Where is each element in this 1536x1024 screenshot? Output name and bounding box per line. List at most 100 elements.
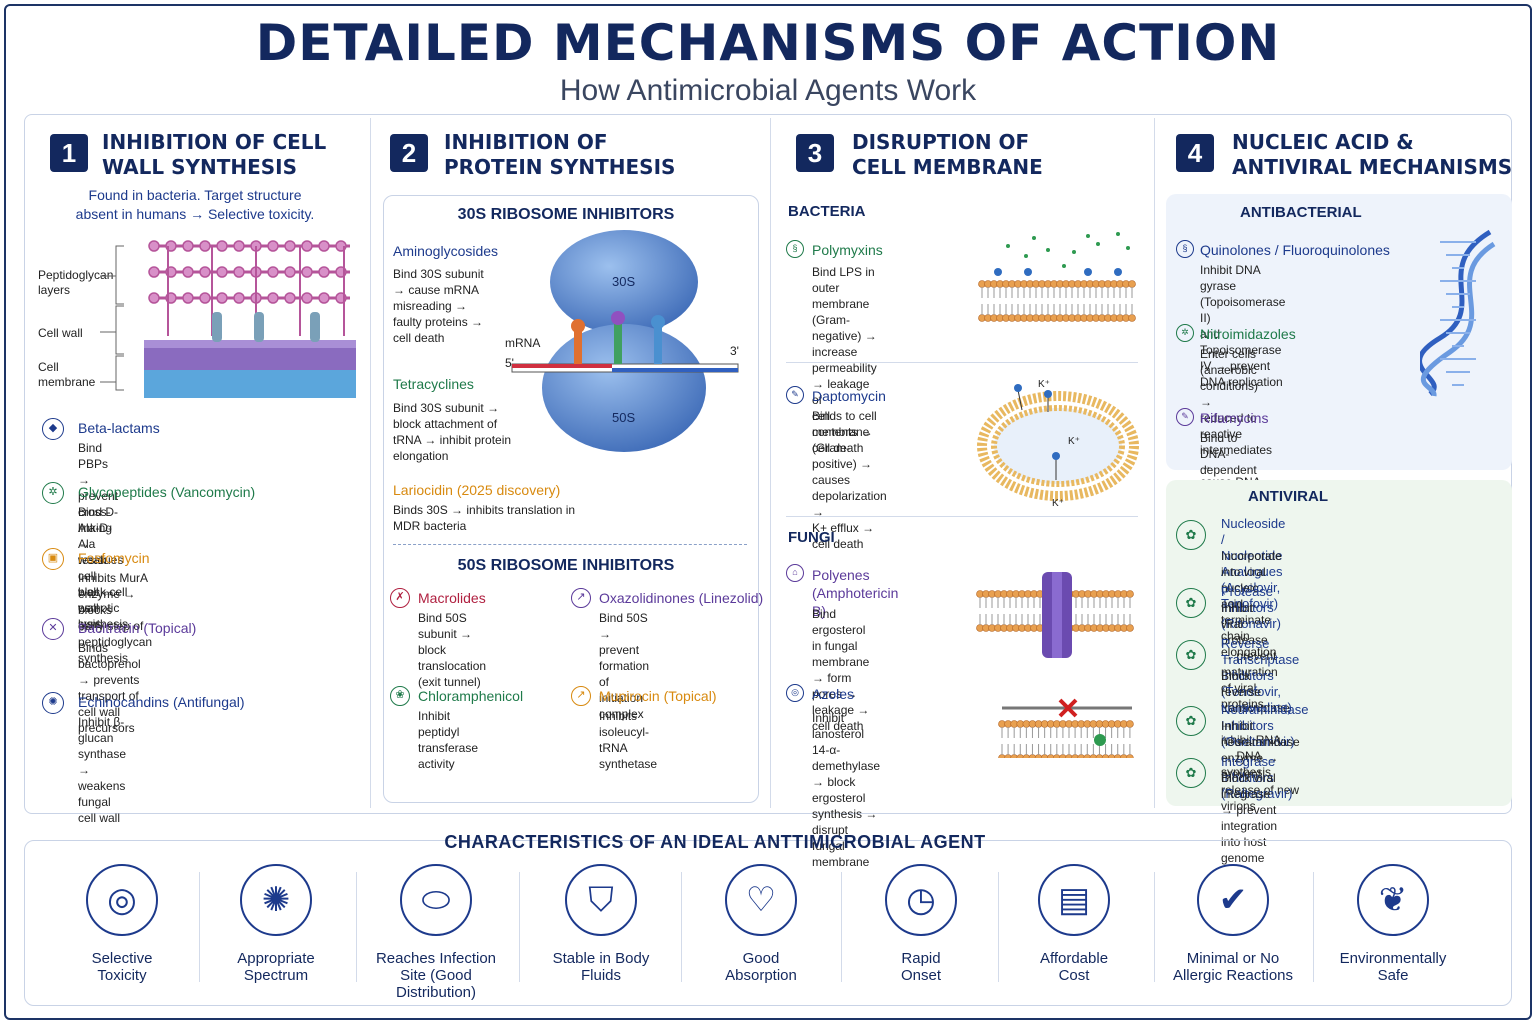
drug-tetracyclines: Tetracyclines [393, 376, 474, 392]
label-5-prime: 5' [505, 356, 514, 370]
heading-50s: 50S RIBOSOME INHIBITORS [457, 557, 675, 574]
shield-icon: ◆ [42, 418, 64, 440]
virus-icon: ✿ [1176, 758, 1206, 788]
column-divider [1154, 118, 1155, 808]
label-50s: 50S [612, 410, 636, 425]
section-title: INHIBITION OF CELL WALL SYNTHESIS [102, 130, 327, 179]
characteristic-item: ✺Appropriate Spectrum [201, 864, 351, 984]
characteristic-item: ⛉Stable in Body Fluids [526, 864, 676, 984]
drug-aminoglycosides-desc: Bind 30S subunit → cause mRNA misreading… [393, 267, 484, 345]
column-divider [770, 118, 771, 808]
label-k-plus: K⁺ [1038, 379, 1050, 390]
microbes-icon: ✺ [240, 864, 312, 936]
group-antiviral: ANTIVIRAL [1248, 488, 1328, 505]
separator [998, 872, 999, 982]
cell-wall-diagram [144, 240, 356, 398]
fungal-pore-diagram [976, 572, 1134, 658]
stomach-icon: ♡ [725, 864, 797, 936]
drug-tetracyclines-desc: Bind 30S subunit → block attachment of t… [393, 401, 512, 463]
heading-30s: 30S RIBOSOME INHIBITORS [457, 206, 675, 223]
shield-icon: ⛉ [565, 864, 637, 936]
separator [1154, 872, 1155, 982]
label-k-plus: K⁺ [1052, 498, 1064, 509]
fungus-icon: ✺ [42, 692, 64, 714]
divider [786, 362, 1138, 363]
section-title: INHIBITION OF PROTEIN SYNTHESIS [444, 130, 676, 179]
characteristic-item: ♡Good Absorption [686, 864, 836, 984]
oxazolidinone-icon: ↗ [571, 588, 591, 608]
membrane-ring-diagram [977, 384, 1139, 501]
separator [199, 872, 200, 982]
drug-lariocidin: Lariocidin (2025 discovery) [393, 482, 561, 498]
enzyme-icon: ▣ [42, 548, 64, 570]
leaf-icon: ❦ [1357, 864, 1429, 936]
virus-icon: ✿ [1176, 640, 1206, 670]
dna-icon: § [1176, 240, 1194, 258]
polyene-icon: ⌂ [786, 564, 804, 582]
polymyxin-icon: § [786, 240, 804, 258]
outer-membrane-diagram [978, 232, 1136, 322]
column-divider [370, 118, 371, 808]
drug-aminoglycosides: Aminoglycosides [393, 243, 499, 259]
label-mrna: mRNA [505, 336, 541, 350]
characteristic-item: ❦Environmentally Safe [1318, 864, 1468, 984]
characteristic-item: ▤Affordable Cost [999, 864, 1149, 984]
daptomycin-icon: ✎ [786, 386, 804, 404]
page-title: DETAILED MECHANISMS OF ACTION [255, 14, 1281, 72]
mupirocin-icon: ↗ [571, 686, 591, 706]
characteristics-title: CHARACTERISTICS OF AN IDEAL ANTTIMICROBI… [444, 832, 986, 852]
drug-lariocidin-desc: Binds 30S → inhibits translation in MDR … [393, 503, 576, 533]
section-number: 4 [1176, 134, 1214, 172]
separator [681, 872, 682, 982]
separator [519, 872, 520, 982]
polymerase-icon: ✎ [1176, 408, 1194, 426]
characteristic-item: ✔Minimal or No Allergic Reactions [1158, 864, 1308, 984]
mechanisms-panel [24, 114, 1512, 814]
label-3-prime: 3' [730, 344, 739, 358]
nitro-icon: ✲ [1176, 324, 1194, 342]
dna-helix-diagram [1420, 229, 1496, 397]
shield-check-icon: ✔ [1197, 864, 1269, 936]
group-bacteria: BACTERIA [788, 203, 866, 220]
molecule-icon: ✲ [42, 482, 64, 504]
section-title: DISRUPTION OF CELL MEMBRANE [852, 130, 1043, 179]
stopwatch-icon: ◷ [885, 864, 957, 936]
ribosome-box [383, 195, 759, 803]
label-cell-membrane: Cell membrane [38, 360, 96, 389]
label-30s: 30S [612, 274, 636, 289]
section-number: 2 [390, 134, 428, 172]
characteristic-item: ◎Selective Toxicity [47, 864, 197, 984]
group-fungi: FUNGI [788, 529, 835, 546]
virus-icon: ✿ [1176, 588, 1206, 618]
characteristics-panel [24, 840, 1512, 1006]
macrolide-icon: ✗ [390, 588, 410, 608]
characteristic-item: ⬭Reaches Infection Site (Good Distributi… [361, 864, 511, 1001]
ergosterol-block-diagram [998, 698, 1134, 758]
separator [356, 872, 357, 982]
section-number: 1 [50, 134, 88, 172]
capsule-icon: ⬭ [400, 864, 472, 936]
section-number: 3 [796, 134, 834, 172]
label-cell-wall: Cell wall [38, 326, 83, 340]
wallet-icon: ▤ [1038, 864, 1110, 936]
chloramphenicol-icon: ❀ [390, 686, 410, 706]
separator [1313, 872, 1314, 982]
target-icon: ◎ [86, 864, 158, 936]
antiviral-box [1166, 480, 1512, 806]
label-brackets [100, 245, 124, 391]
virus-icon: ✿ [1176, 520, 1206, 550]
ribosome-diagram [511, 230, 739, 452]
section-title: NUCLEIC ACID & ANTIVIRAL MECHANISMS [1232, 130, 1513, 179]
page-frame [4, 4, 1532, 1020]
label-peptidoglycan: Peptidoglycan layers [38, 268, 114, 297]
virus-icon: ✿ [1176, 706, 1206, 736]
group-antibacterial: ANTIBACTERIAL [1240, 204, 1362, 221]
azole-icon: ◎ [786, 684, 804, 702]
section-intro: Found in bacteria. Target structure abse… [75, 187, 315, 222]
dashed-divider [393, 544, 747, 545]
divider [786, 516, 1138, 517]
page-subtitle: How Antimicrobial Agents Work [559, 74, 977, 107]
separator [841, 872, 842, 982]
bacteria-icon: ✕ [42, 618, 64, 640]
characteristic-item: ◷Rapid Onset [846, 864, 996, 984]
